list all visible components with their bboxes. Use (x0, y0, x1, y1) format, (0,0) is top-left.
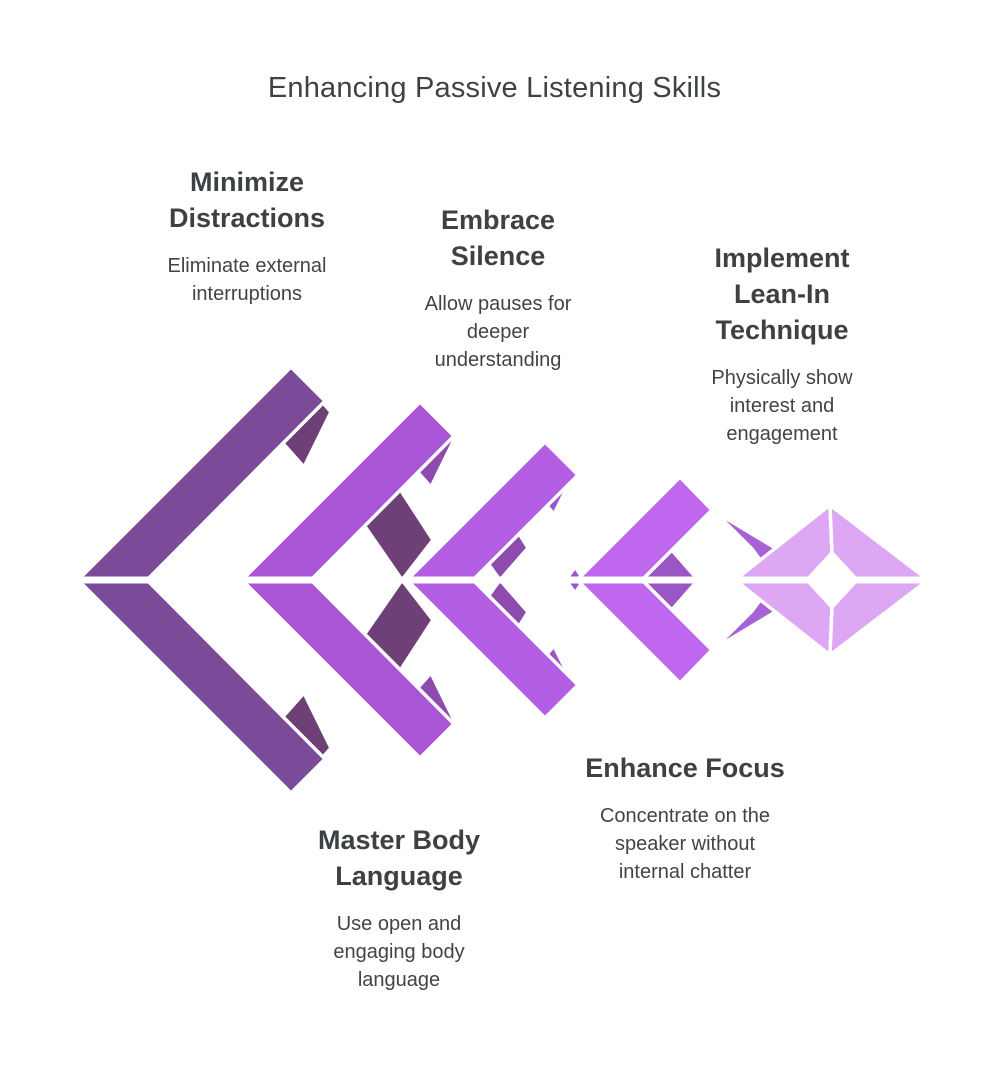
step-description: Use open and engaging body language (333, 913, 465, 991)
step-description: Eliminate external interruptions (167, 255, 327, 305)
step-description: Physically show interest and engagement (711, 367, 853, 445)
centerline-seam (60, 576, 955, 584)
step-heading: Enhance Focus (585, 753, 785, 783)
step-heading: Minimize Distractions (168, 167, 326, 233)
step-minimize-distractions: Minimize Distractions Eliminate external… (147, 164, 347, 308)
step-enhance-focus: Enhance Focus Concentrate on the speaker… (555, 750, 815, 886)
step-master-body-language: Master Body Language Use open and engagi… (284, 822, 514, 994)
step-embrace-silence: Embrace Silence Allow pauses for deeper … (408, 202, 588, 374)
page-title: Enhancing Passive Listening Skills (267, 72, 722, 104)
step-heading: Master Body Language (317, 825, 481, 891)
step-implement-lean-in-technique: Implement Lean-In Technique Physically s… (682, 240, 882, 448)
step-heading: Implement Lean-In Technique (714, 243, 850, 345)
step-heading: Embrace Silence (440, 205, 556, 271)
step-description: Allow pauses for deeper understanding (424, 293, 572, 371)
step-description: Concentrate on the speaker without inter… (599, 805, 771, 883)
